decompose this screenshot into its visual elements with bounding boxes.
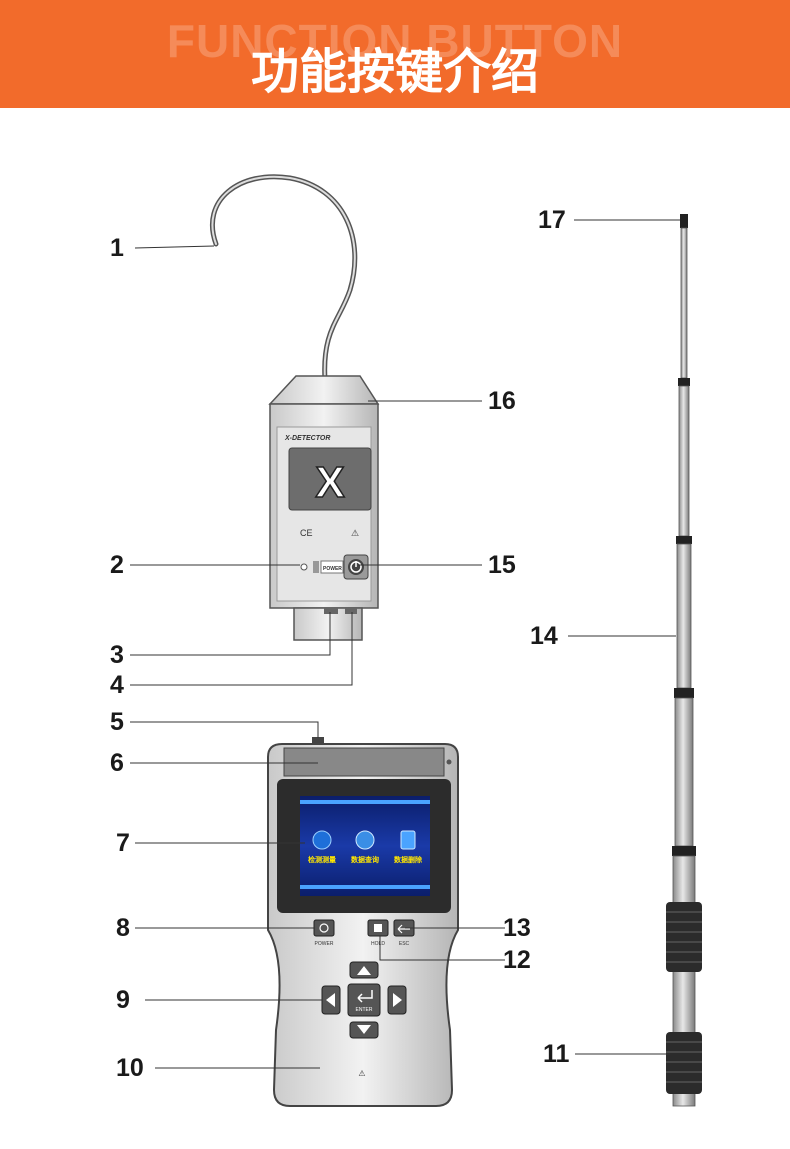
callout-4: 4 (110, 671, 124, 699)
measure-icon (312, 830, 332, 850)
detector-brand: X-DETECTOR (284, 435, 330, 442)
data-delete-icon (400, 830, 416, 850)
callout-8: 8 (116, 914, 130, 942)
antenna-port (312, 737, 324, 745)
callout-16: 16 (488, 387, 516, 415)
warning-icon: ⚠ (351, 528, 359, 538)
callout-6: 6 (110, 749, 124, 777)
handheld-receiver: 检测测量 数据查询 数据删除 POWER HOLD ESC ENTER ⚠ (267, 737, 459, 1107)
detector-logo: X (315, 458, 344, 507)
callout-11: 11 (543, 1040, 570, 1068)
icon-label-delete: 数据删除 (394, 855, 423, 864)
insulating-pole (666, 214, 702, 1107)
power-button-label: POWER (315, 941, 334, 947)
icon-label-measure: 检测测量 (308, 855, 336, 864)
leader-lines (130, 219, 680, 1069)
callout-3: 3 (110, 641, 124, 669)
hook (209, 174, 358, 383)
hold-button-label: HOLD (371, 941, 385, 947)
warning-icon: ⚠ (358, 1069, 365, 1078)
header-banner: FUNCTION BUTTON 功能按键介绍 (0, 0, 790, 108)
power-button (313, 919, 335, 937)
pole-grip-upper (666, 902, 702, 972)
ce-mark: CE (300, 528, 313, 538)
indicator-light (300, 563, 308, 571)
callout-14: 14 (530, 622, 558, 650)
callout-1: 1 (110, 234, 124, 262)
sensor-window (283, 747, 445, 777)
callout-15: 15 (488, 551, 516, 579)
callout-7: 7 (116, 829, 130, 857)
data-query-icon (355, 830, 375, 850)
icon-label-query: 数据查询 (351, 855, 379, 864)
esc-button-label: ESC (399, 941, 410, 947)
callout-12: 12 (503, 946, 531, 974)
detector-power-label: POWER (323, 566, 342, 572)
callout-2: 2 (110, 551, 124, 579)
callout-13: 13 (503, 914, 531, 942)
callout-5: 5 (110, 708, 124, 736)
banner-title: 功能按键介绍 (250, 44, 539, 100)
pole-grip-lower (666, 1032, 702, 1094)
callout-17: 17 (538, 206, 566, 234)
detector-head: X-DETECTOR X CE ⚠ POWER (268, 375, 380, 641)
callout-9: 9 (116, 986, 130, 1014)
banner-background-text: FUNCTION BUTTON (166, 15, 624, 67)
callout-10: 10 (116, 1054, 144, 1082)
enter-button-label: ENTER (356, 1007, 373, 1013)
